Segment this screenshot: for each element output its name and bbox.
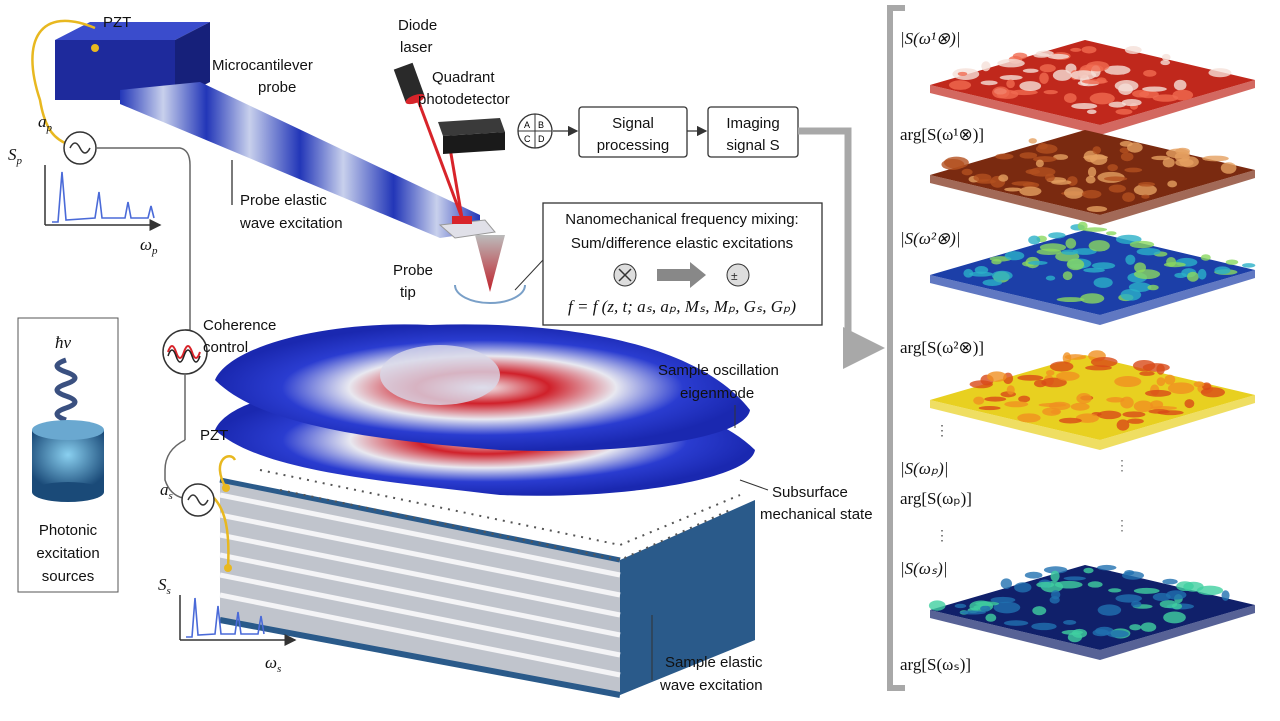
diode-laser-label: Diode [398,17,437,34]
probe-assembly [55,22,526,304]
subsurface-label: Subsurface [772,484,848,501]
output-label-phase-1: arg[S(ω¹⊗)] [900,125,984,144]
sum-difference-icon [726,263,750,287]
output-label-amp-2: |S(ω²⊗)| [900,229,961,248]
imaging-signal-label: Imaging [726,115,779,132]
mixing-title: Nanomechanical frequency mixing: [565,211,798,228]
sample-wave-label-2: wave excitation [659,677,763,694]
ellipsis-dots-3: ⋮ [1115,459,1129,474]
mixing-formula: f = f (z, t; aₛ, aₚ, Mₛ, Mₚ, Gₛ, Gₚ) [568,297,796,316]
coherence-wire [96,147,191,331]
ellipsis-dots: ⋮ [935,424,949,439]
sample-eigenmode-surface [215,324,750,451]
sample-layer-stack [219,469,755,698]
pzt-block-front [55,40,175,100]
probe-drive-wire [31,19,96,147]
sample-spectrum-y-label: Ss [158,575,171,597]
diode-laser-label-2: laser [400,39,433,56]
output-label-phase-p: arg[S(ωₚ)] [900,489,972,508]
output-map-amp-s [928,564,1255,660]
coherence-label: Coherence [203,317,276,334]
sample-drive-wire [213,455,237,569]
sample-amplitude-label: as [160,480,173,502]
microcantilever-beam [120,82,480,238]
photonic-label-3: sources [42,568,95,585]
probe-wave-label: Probe elastic [240,192,327,209]
output-map-amp-1 [930,40,1255,135]
svg-text:±: ± [731,269,738,283]
photodetector-label-2: photodetector [418,91,510,108]
quadrant-b: B [538,120,544,130]
probe-tip [475,235,505,292]
photodetector-label: Quadrant [432,69,495,86]
probe-spectrum-y-label: Sp [8,145,23,167]
output-label-amp-p: |S(ωₚ)| [900,459,948,478]
laser-beam [416,99,464,219]
cantilever-label-2: probe [258,79,296,96]
reflected-beam [448,147,464,219]
quadrant-c: C [524,134,531,144]
signal-processing-label-2: processing [597,137,670,154]
signal-processing-box [578,106,688,158]
sample-wave-label: Sample elastic [665,654,763,671]
probe-tip-label: Probe [393,262,433,279]
diode-laser-icon [393,62,425,105]
photon-energy-symbol: ħν [55,333,72,352]
photonic-label-2: excitation [36,545,99,562]
eigenmode-label: Sample oscillation [658,362,779,379]
output-map-phase-2 [930,350,1255,450]
ellipsis-dots-4: ⋮ [1115,519,1129,534]
probe-tip-label-2: tip [400,284,416,301]
photonic-source-cylinder-icon [32,420,104,502]
output-maps [928,40,1256,660]
cantilever-label: Microcantilever [212,57,313,74]
output-label-amp-s: |S(ωₛ)| [900,559,948,578]
sample-pzt-label: PZT [200,427,228,444]
quadrant-d: D [538,134,545,144]
quadrant-a: A [524,120,530,130]
probe-spectrum-x-label: ωp [140,235,158,257]
mixing-arrow-icon [657,262,706,288]
output-bracket [887,5,905,691]
coherence-label-2: control [203,339,248,356]
ellipsis-dots-2: ⋮ [935,529,949,544]
signal-processing-label: Signal [612,115,654,132]
output-connector-arrow [798,127,885,369]
probe-amplitude-label: ap [38,112,53,134]
probe-wave-label-2: wave excitation [239,215,343,232]
output-label-phase-2: arg[S(ω²⊗)] [900,338,984,357]
sample-spectrum-chart [179,595,297,646]
subsurface-label-2: mechanical state [760,506,873,523]
pzt-block-side [175,22,210,100]
frequency-mixing-box [542,202,823,326]
output-label-phase-s: arg[S(ωₛ)] [900,655,971,674]
photon-wave-icon [54,357,78,423]
quadrant-icon: A B C D [517,113,553,149]
imaging-signal-label-2: signal S [726,137,779,154]
photonic-label: Photonic [39,522,98,539]
probe-pzt-label: PZT [103,14,131,31]
probe-spectrum-chart [44,165,162,231]
sample-spectrum-x-label: ωs [265,653,281,675]
eigenmode-label-2: eigenmode [680,385,754,402]
output-label-amp-1: |S(ω¹⊗)| [900,29,961,48]
mixing-subtitle: Sum/difference elastic excitations [571,235,793,252]
photodetector-icon [438,118,505,154]
output-map-phase-1 [930,130,1255,225]
output-map-amp-2 [930,221,1256,325]
